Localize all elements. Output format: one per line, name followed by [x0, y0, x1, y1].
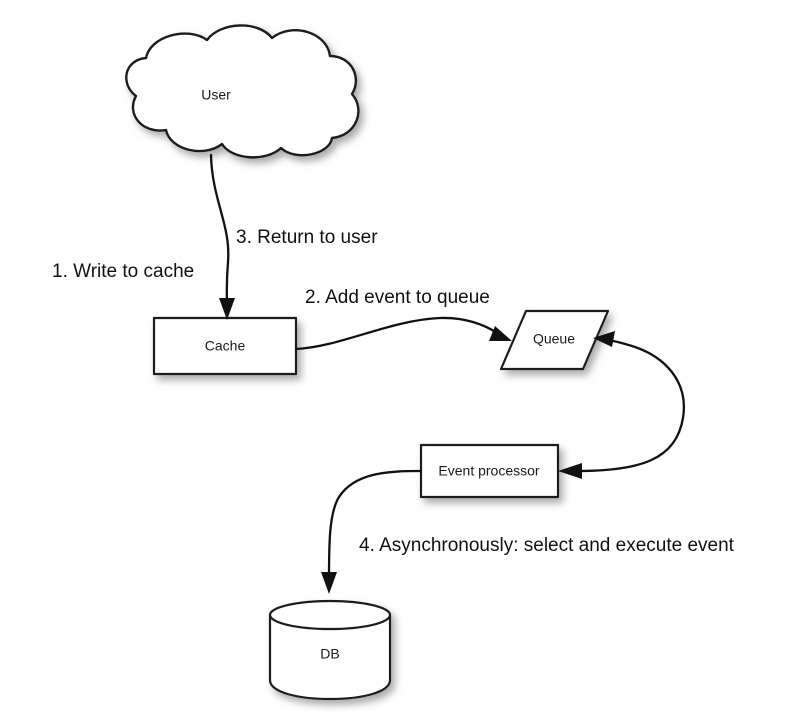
edge-event-processor-to-queue	[574, 331, 686, 473]
node-label-db: DB	[320, 646, 339, 662]
edge-event-processor-to-db	[321, 469, 423, 594]
edge-user-to-cache	[209, 153, 235, 320]
node-label-user: User	[201, 87, 231, 103]
edge-queue-to-event-processor	[558, 463, 582, 479]
step-label-3: 3. Return to user	[236, 227, 378, 248]
node-cache[interactable]: Cache	[152, 316, 298, 376]
node-event-processor[interactable]: Event processor	[419, 443, 560, 499]
step-label-2: 2. Add event to queue	[305, 287, 490, 308]
node-queue[interactable]: Queue	[499, 309, 610, 371]
node-label-cache: Cache	[205, 338, 246, 354]
edge-cache-to-queue	[294, 316, 512, 351]
node-label-event-processor: Event processor	[438, 463, 539, 479]
step-label-1: 1. Write to cache	[52, 261, 194, 282]
node-user[interactable]: User	[125, 24, 360, 159]
node-db[interactable]: DB	[268, 599, 392, 701]
node-label-queue: Queue	[533, 331, 575, 347]
step-label-4: 4. Asynchronously: select and execute ev…	[359, 535, 735, 556]
